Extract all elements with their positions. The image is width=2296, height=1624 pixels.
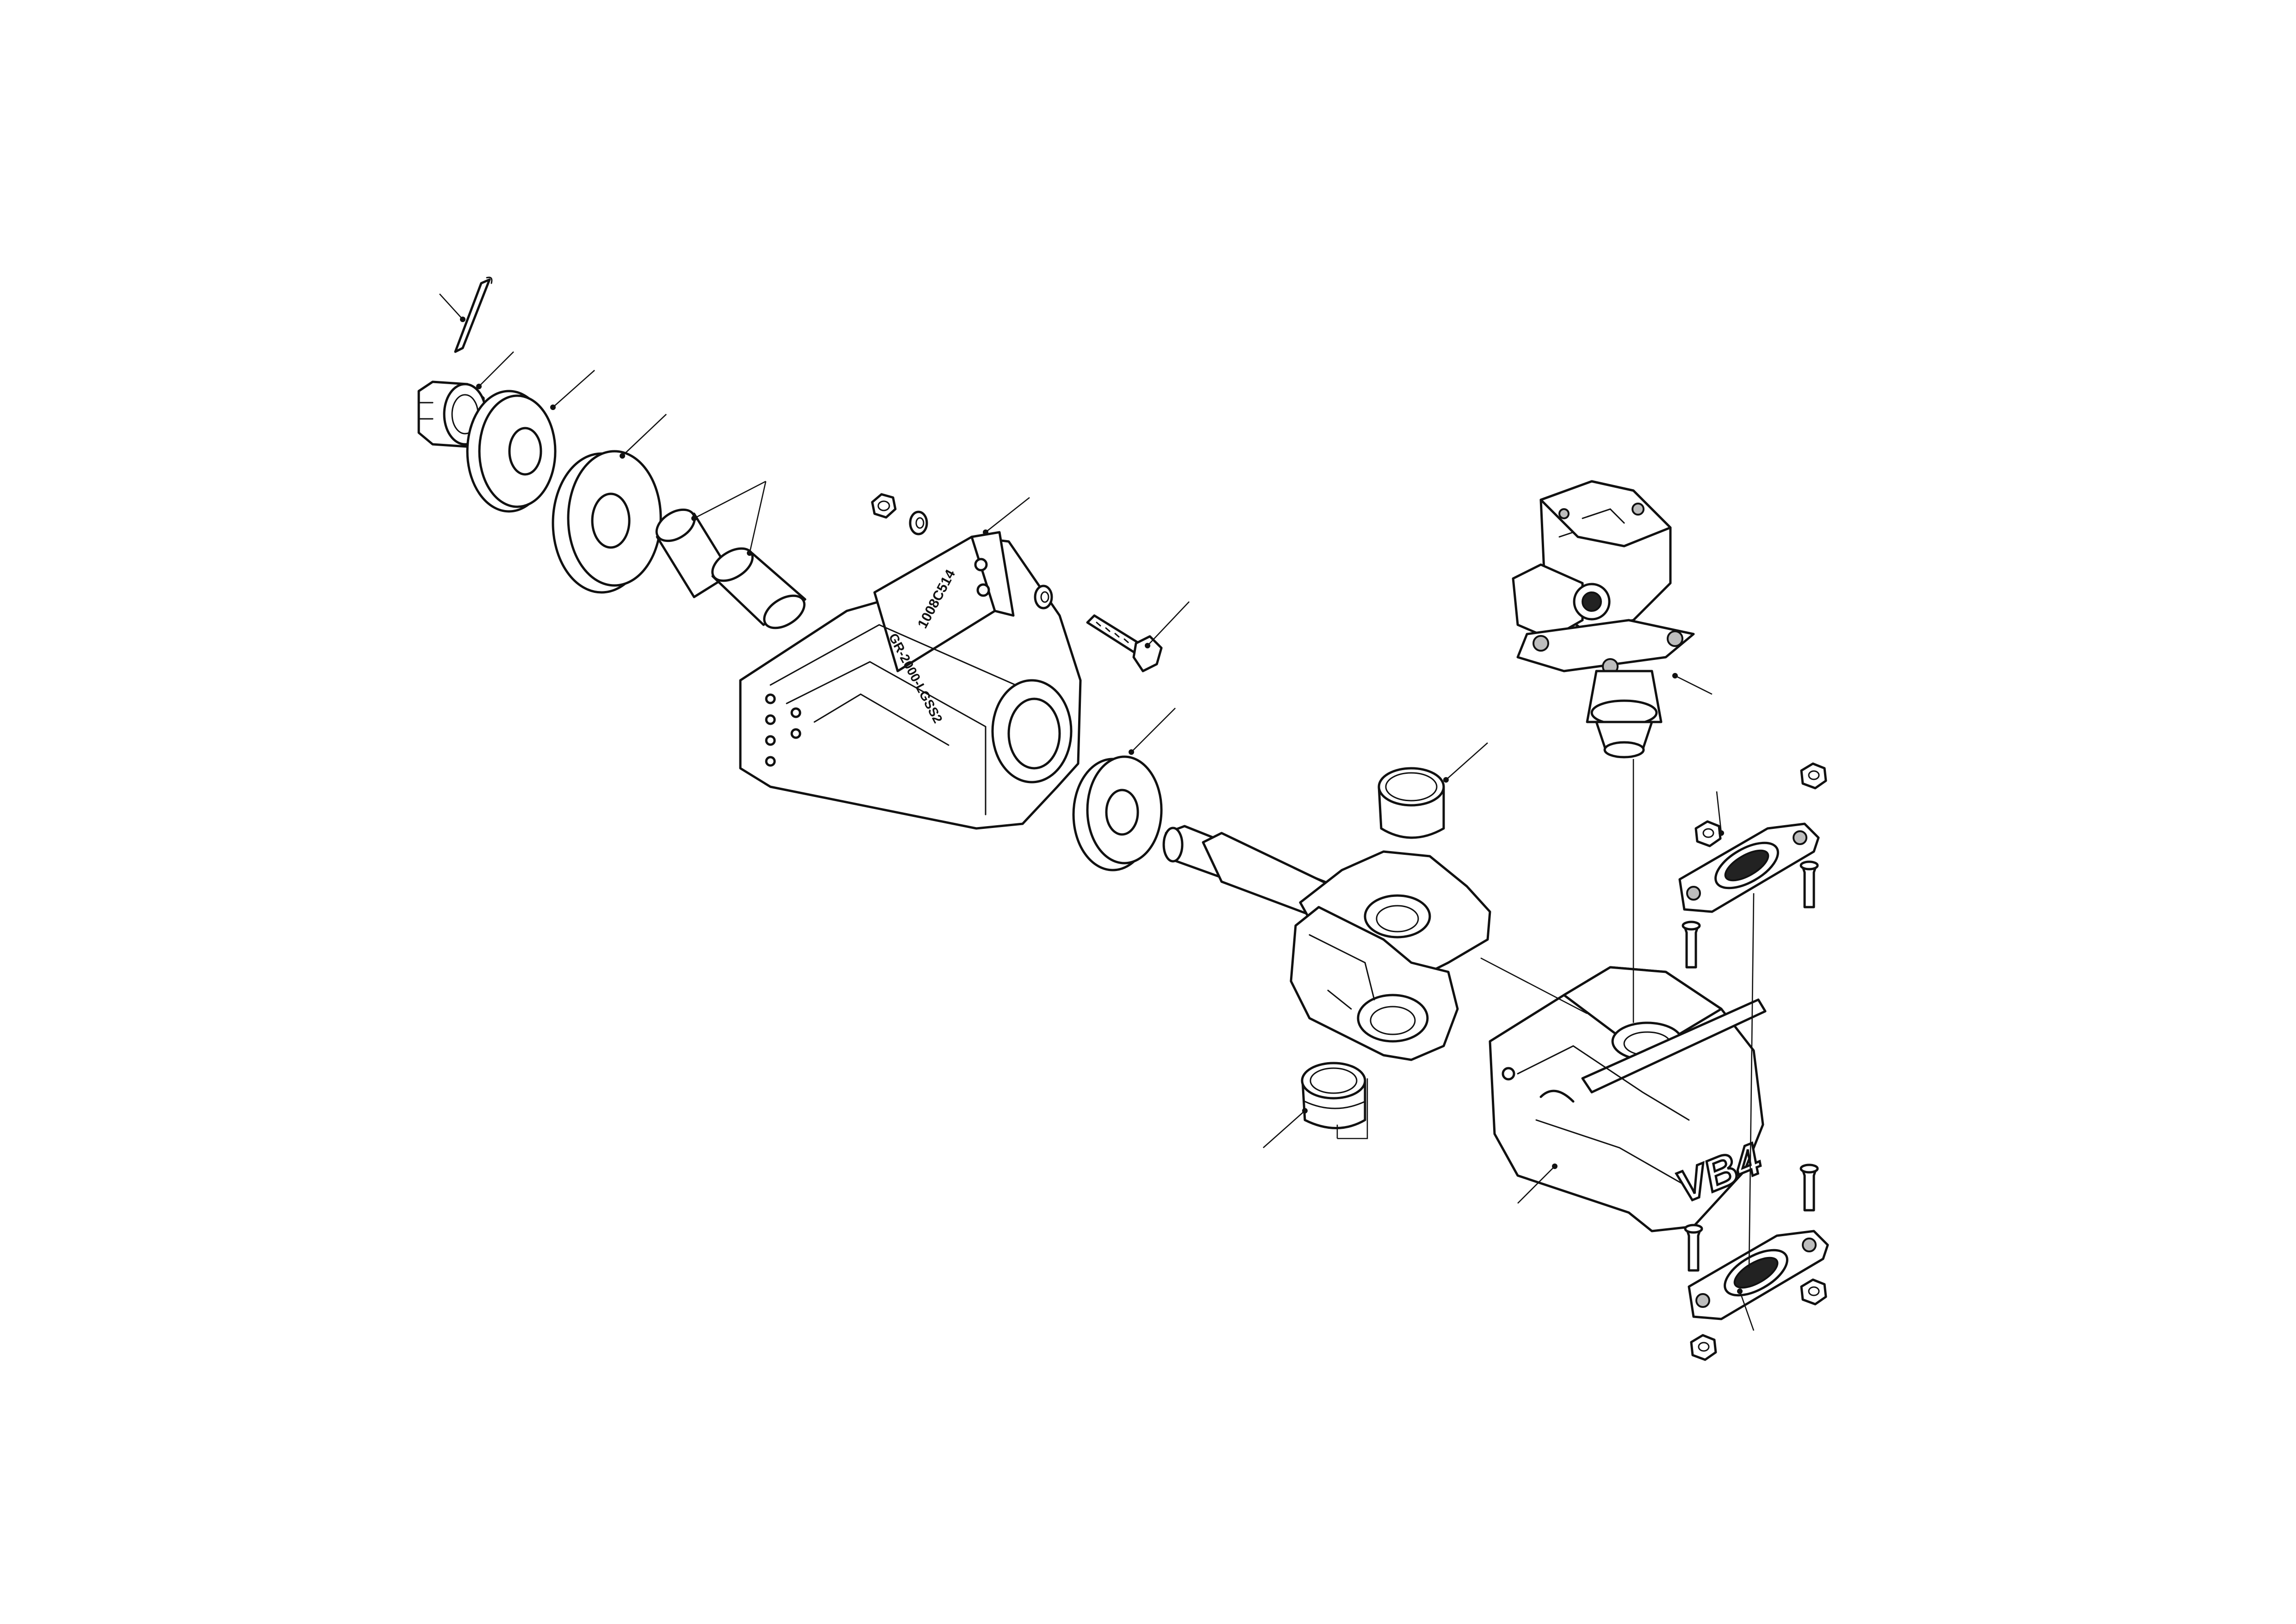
coupling-body: VB4 xyxy=(1489,966,1769,1232)
pin-bushing-bottom xyxy=(1301,1062,1366,1129)
hex-nut-bottom-left xyxy=(1690,1334,1717,1361)
flat-washer-small xyxy=(909,510,928,535)
lock-nut xyxy=(871,493,897,519)
mounting-bracket: 1008C514 GR-2000-LGSS2 xyxy=(739,531,1082,830)
screw-top-left xyxy=(1682,921,1701,969)
screw-bottom-left xyxy=(1684,1224,1703,1272)
bearing-ring-top xyxy=(552,450,662,594)
hex-nut-top-left xyxy=(1694,820,1722,847)
flat-washer-bolt xyxy=(1034,585,1053,610)
actuator-unit xyxy=(1512,480,1695,759)
pin-bushing-top xyxy=(1378,767,1445,839)
clamp-plate-top xyxy=(1678,822,1820,913)
assembly-lines xyxy=(1336,759,1755,1269)
hex-nut-top-right xyxy=(1800,762,1827,790)
clamp-plate-bottom xyxy=(1688,1230,1829,1320)
callout-leaders xyxy=(439,293,1755,1331)
screw-top-right xyxy=(1800,860,1819,908)
screw-bottom-right xyxy=(1800,1164,1819,1212)
hex-bolt xyxy=(1086,614,1163,672)
coupling-jaw xyxy=(1162,825,1491,1061)
hex-nut-bottom-right xyxy=(1800,1278,1827,1306)
bearing-ring-bottom xyxy=(1072,755,1163,871)
bushing-inner xyxy=(711,547,807,629)
dish-washer xyxy=(466,390,557,513)
cotter-pin xyxy=(454,276,493,353)
